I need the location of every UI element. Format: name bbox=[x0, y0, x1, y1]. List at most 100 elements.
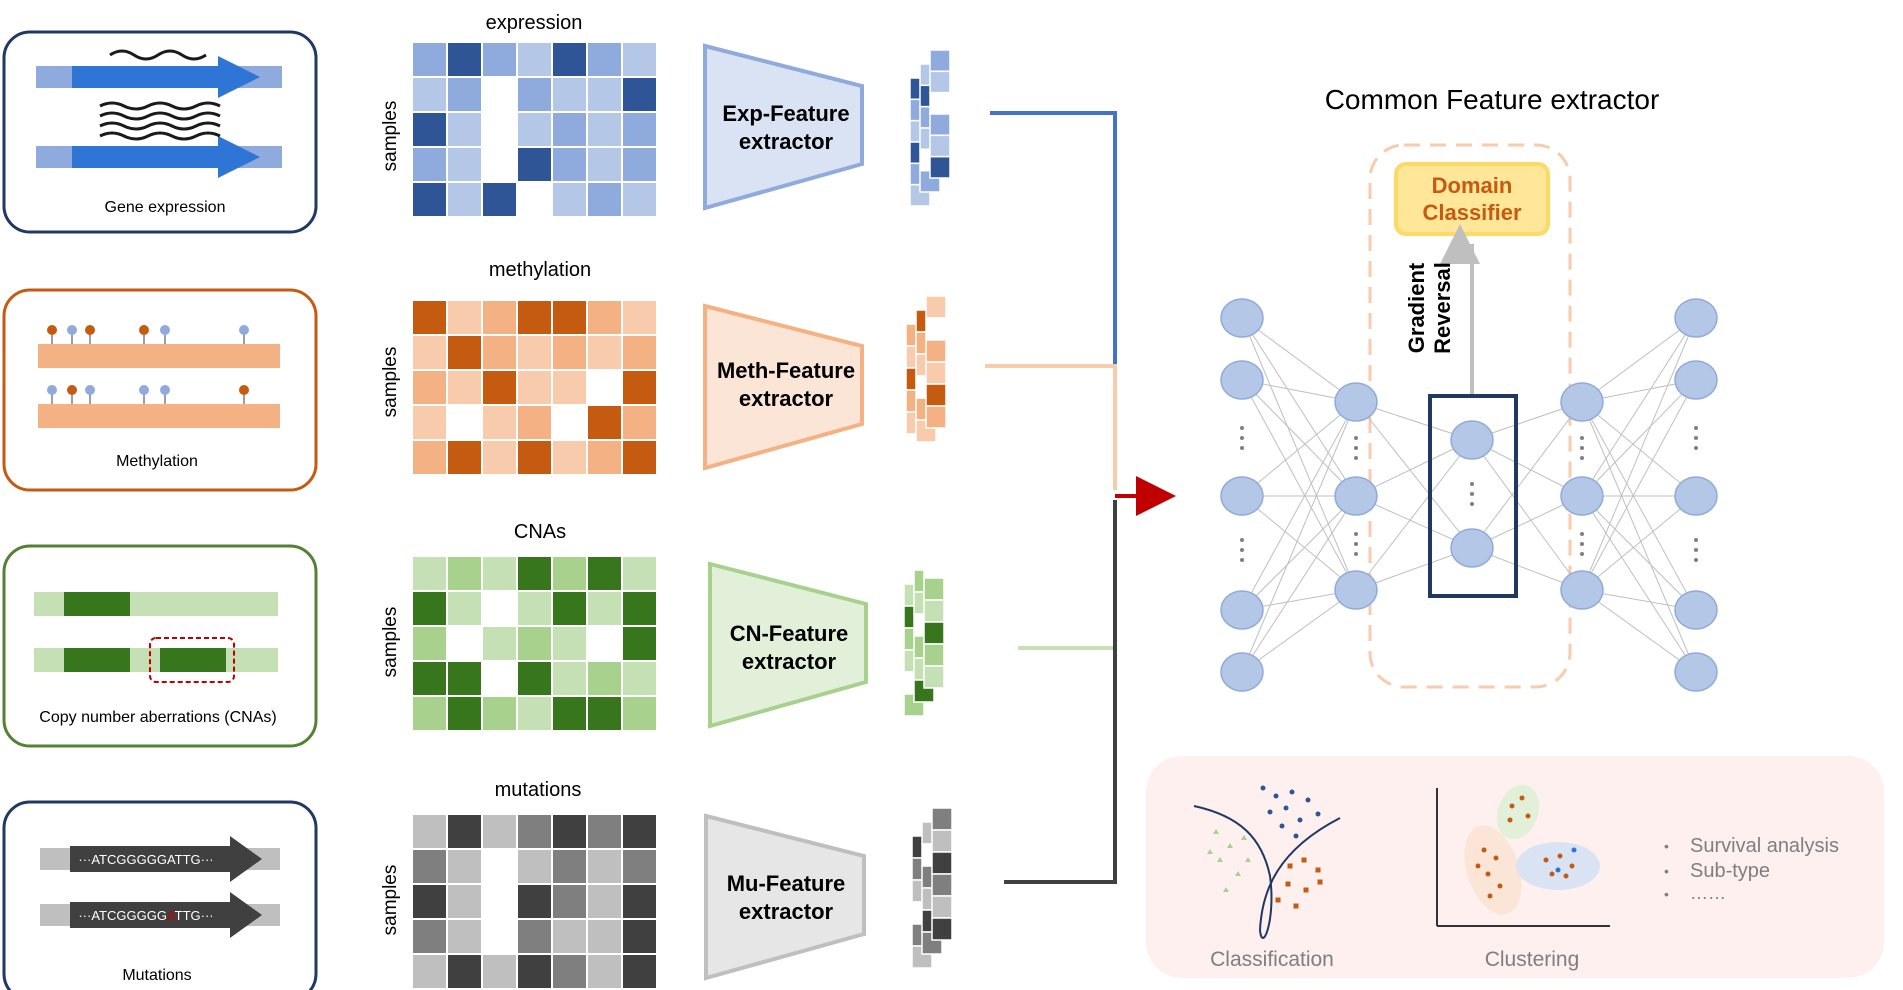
exp-extractor-line2: extractor bbox=[739, 129, 834, 154]
stack-cell bbox=[925, 383, 947, 407]
matrix-cell bbox=[516, 299, 553, 336]
class-point bbox=[1207, 849, 1213, 854]
cluster-point bbox=[1571, 847, 1577, 853]
nn-edge bbox=[1241, 401, 1357, 497]
classification-plot: Classification bbox=[1193, 785, 1341, 971]
matrix-cell bbox=[551, 404, 588, 441]
stack-cell bbox=[925, 405, 947, 429]
ellipsis-dot bbox=[1354, 532, 1358, 536]
ellipsis-dot bbox=[1694, 558, 1698, 562]
domain-classifier-box: Domain Classifier bbox=[1394, 162, 1550, 236]
matrix-cell bbox=[551, 660, 588, 697]
cluster-point bbox=[1525, 813, 1531, 819]
matrix-cell bbox=[446, 883, 483, 920]
matrix-cell bbox=[516, 146, 553, 183]
nn-node bbox=[1334, 570, 1378, 610]
matrix-cell bbox=[411, 299, 448, 336]
matrix-cell bbox=[586, 111, 623, 148]
meth-connector bbox=[985, 364, 1117, 490]
class-point bbox=[1303, 887, 1309, 893]
ellipsis-dot bbox=[1470, 502, 1474, 506]
nn-node bbox=[1334, 382, 1378, 422]
exp-extractor-line1: Exp-Feature bbox=[722, 101, 849, 126]
sequence-reference: ···ATCGGGGGATTG··· bbox=[78, 852, 213, 867]
stack-cell bbox=[929, 155, 951, 179]
ellipsis-dot bbox=[1580, 552, 1584, 556]
matrix-cell bbox=[586, 660, 623, 697]
matrix-title-methylation: methylation bbox=[489, 259, 591, 281]
nn-edge bbox=[1241, 401, 1357, 611]
class-point bbox=[1287, 863, 1293, 869]
matrix-cell bbox=[411, 404, 448, 441]
matrix-cell bbox=[446, 695, 483, 732]
matrix-cell bbox=[411, 883, 448, 920]
methylation-card: Methylation bbox=[2, 288, 318, 492]
meth-extractor-line1: Meth-Feature bbox=[717, 358, 855, 383]
class-point bbox=[1213, 829, 1219, 834]
matrix-cell bbox=[586, 953, 623, 990]
nn-edge bbox=[1581, 495, 1697, 611]
matrix-cell bbox=[551, 883, 588, 920]
nn-edge bbox=[1241, 379, 1357, 497]
matrix-cell bbox=[586, 299, 623, 336]
matrix-cell bbox=[446, 334, 483, 371]
methyl-site bbox=[239, 325, 249, 335]
cn-connector bbox=[1018, 500, 1117, 650]
class-point bbox=[1275, 897, 1281, 903]
ellipsis-dot bbox=[1240, 548, 1244, 552]
ellipsis-dot bbox=[1694, 446, 1698, 450]
matrix-cell bbox=[516, 590, 553, 627]
nn-edge bbox=[1241, 495, 1357, 611]
nn-edge bbox=[1581, 401, 1697, 497]
matrix-cell bbox=[551, 813, 588, 850]
stack-cell bbox=[923, 555, 945, 579]
samples-label-methylation: samples bbox=[380, 347, 401, 418]
matrix-cell bbox=[516, 439, 553, 476]
matrix-cell bbox=[586, 439, 623, 476]
matrix-cell bbox=[411, 181, 448, 218]
matrix-cell bbox=[481, 334, 518, 371]
matrix-cell bbox=[481, 439, 518, 476]
ellipsis-dot bbox=[1240, 436, 1244, 440]
matrix-cell bbox=[516, 334, 553, 371]
stack-cell bbox=[925, 339, 947, 363]
matrix-cell bbox=[446, 555, 483, 592]
nn-edge bbox=[1241, 495, 1357, 591]
methyl-site bbox=[160, 325, 170, 335]
matrix-cell bbox=[516, 660, 553, 697]
matrix-cell bbox=[411, 439, 448, 476]
nn-node bbox=[1450, 420, 1494, 460]
matrix-cell bbox=[446, 299, 483, 336]
matrix-cell bbox=[551, 334, 588, 371]
matrix-cell bbox=[481, 953, 518, 990]
fusion-connectors bbox=[985, 111, 1117, 884]
bullet-survival: Survival analysis bbox=[1690, 835, 1839, 857]
svg-text:•: • bbox=[1664, 838, 1669, 854]
matrix-cell bbox=[551, 918, 588, 955]
matrix-cell bbox=[516, 41, 553, 78]
nn-edge bbox=[1241, 379, 1357, 591]
nn-edge bbox=[1471, 401, 1583, 549]
matrix-cell bbox=[551, 590, 588, 627]
matrix-cell bbox=[411, 111, 448, 148]
stack-mutation bbox=[911, 807, 953, 969]
matrix-cell bbox=[586, 369, 623, 406]
matrix-cell bbox=[446, 146, 483, 183]
nn-edge bbox=[1241, 317, 1357, 497]
nn-edge bbox=[1581, 379, 1697, 497]
matrix-cell bbox=[586, 813, 623, 850]
stack-methylation bbox=[905, 295, 947, 457]
ellipsis-dot bbox=[1354, 436, 1358, 440]
methyl-site bbox=[67, 325, 77, 335]
class-point bbox=[1301, 857, 1307, 863]
ellipsis-dot bbox=[1580, 456, 1584, 460]
matrix-cell bbox=[481, 883, 518, 920]
cluster-point bbox=[1563, 873, 1569, 879]
cluster-point bbox=[1519, 795, 1525, 801]
matrix-cell bbox=[446, 590, 483, 627]
nn-edge bbox=[1581, 495, 1697, 673]
classification-label: Classification bbox=[1210, 948, 1334, 971]
methyl-site bbox=[85, 385, 95, 395]
downstream-panel: Classification Clustering • Survival ana… bbox=[1146, 756, 1884, 978]
ellipsis-dot bbox=[1240, 538, 1244, 542]
